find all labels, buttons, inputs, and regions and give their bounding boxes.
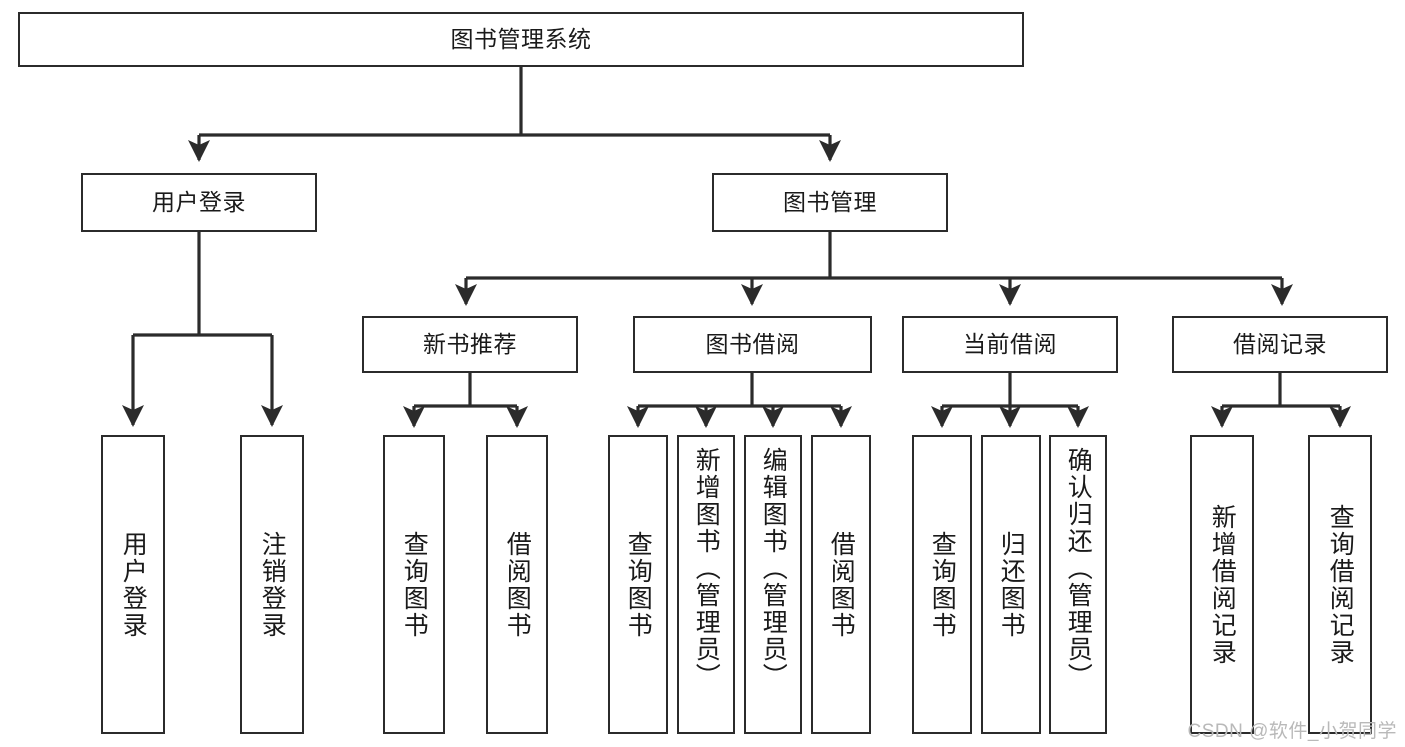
node-label: 查询图书 — [624, 530, 653, 639]
leaf-current-borrow-query-book[interactable]: 查询图书 — [912, 435, 972, 734]
leaf-book-borrow-borrow-book[interactable]: 借阅图书 — [811, 435, 871, 734]
leaf-book-borrow-edit-book-admin[interactable]: 编辑图书（管理员） — [744, 435, 802, 734]
node-label: 借阅图书 — [827, 530, 856, 639]
leaf-book-borrow-add-book-admin[interactable]: 新增图书（管理员） — [677, 435, 735, 734]
node-label: 借阅记录 — [1233, 331, 1327, 358]
node-borrow-record[interactable]: 借阅记录 — [1172, 316, 1388, 373]
node-current-borrow[interactable]: 当前借阅 — [902, 316, 1118, 373]
node-label: 确认归还（管理员） — [1064, 447, 1093, 690]
leaf-user-login-logout[interactable]: 注销登录 — [240, 435, 304, 734]
node-label: 当前借阅 — [963, 331, 1057, 358]
node-label: 新书推荐 — [423, 331, 517, 358]
node-root-book-management-system[interactable]: 图书管理系统 — [18, 12, 1024, 67]
node-book-management[interactable]: 图书管理 — [712, 173, 948, 232]
leaf-current-borrow-return-book[interactable]: 归还图书 — [981, 435, 1041, 734]
leaf-new-book-borrow-book[interactable]: 借阅图书 — [486, 435, 548, 734]
leaf-new-book-query-book[interactable]: 查询图书 — [383, 435, 445, 734]
node-label: 编辑图书（管理员） — [759, 447, 788, 690]
node-label: 借阅图书 — [503, 530, 532, 639]
node-label: 图书管理 — [783, 189, 877, 216]
node-user-login[interactable]: 用户登录 — [81, 173, 317, 232]
leaf-user-login-login[interactable]: 用户登录 — [101, 435, 165, 734]
node-label: 图书借阅 — [705, 331, 800, 358]
node-label: 注销登录 — [258, 530, 287, 639]
node-new-book-recommendation[interactable]: 新书推荐 — [362, 316, 578, 373]
leaf-current-borrow-confirm-return-admin[interactable]: 确认归还（管理员） — [1049, 435, 1107, 734]
node-label: 图书管理系统 — [450, 26, 592, 53]
node-label: 新增图书（管理员） — [692, 447, 721, 690]
leaf-borrow-record-add-record[interactable]: 新增借阅记录 — [1190, 435, 1254, 734]
node-book-borrow[interactable]: 图书借阅 — [633, 316, 872, 373]
node-label: 查询图书 — [400, 530, 429, 639]
csdn-watermark: CSDN @软件_小贺同学 — [1187, 721, 1397, 742]
node-label: 查询图书 — [928, 530, 957, 639]
leaf-book-borrow-query-book[interactable]: 查询图书 — [608, 435, 668, 734]
leaf-borrow-record-query-record[interactable]: 查询借阅记录 — [1308, 435, 1372, 734]
node-label: 归还图书 — [997, 530, 1026, 639]
node-label: 新增借阅记录 — [1208, 503, 1237, 666]
node-label: 用户登录 — [119, 530, 148, 639]
node-label: 查询借阅记录 — [1326, 503, 1355, 666]
node-label: 用户登录 — [152, 189, 246, 216]
